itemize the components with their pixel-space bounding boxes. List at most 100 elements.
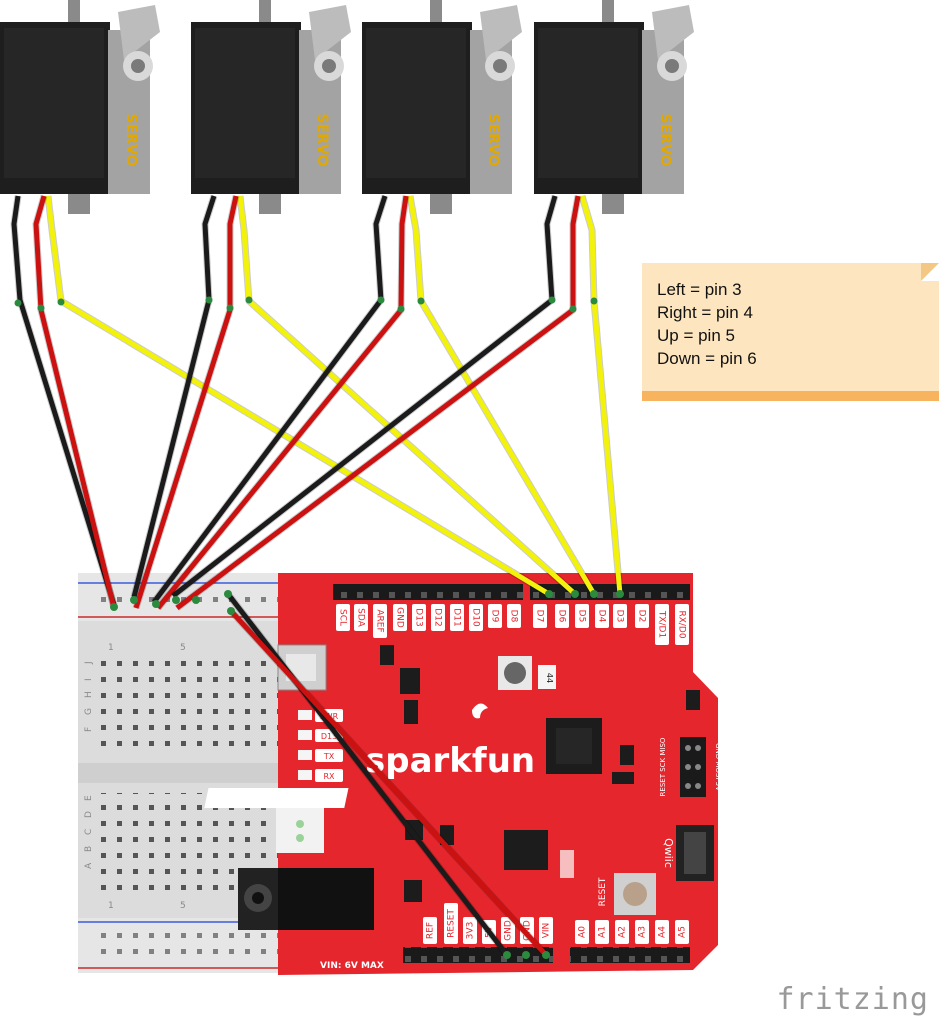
- power-pin-box: [444, 903, 458, 944]
- analog-pin-box: [655, 920, 669, 944]
- qwiic-label: Qwiic: [662, 838, 675, 868]
- vin-label: VIN: 6V MAX: [320, 961, 384, 971]
- digital-pin-box: [613, 604, 627, 628]
- digital-pin-box: [595, 604, 609, 628]
- digital-pin-box: [354, 604, 368, 631]
- digital-pin-box: [575, 604, 589, 628]
- led-label-box: [315, 749, 343, 762]
- digital-pin-box: [336, 604, 350, 631]
- servo-1-ground-wire: [11, 195, 117, 606]
- wire-joint-dot: [569, 305, 577, 313]
- wire-joint-dot: [590, 297, 598, 305]
- power-jumper-wire: [229, 609, 548, 957]
- wire-end-dot: [192, 596, 200, 604]
- note-fold: [921, 263, 939, 281]
- digital-pin-d5: D5: [577, 610, 587, 623]
- redboard-badge: T: [497, 790, 511, 811]
- power-pin-3v3: 3V3: [466, 922, 476, 940]
- servo-4-power-wire: [175, 195, 581, 610]
- power-pin-vin: VIN: [542, 923, 552, 939]
- servo-3-power-wire: [156, 195, 409, 610]
- pin-note: Left = pin 3 Right = pin 4 Up = pin 5 Do…: [642, 263, 939, 401]
- digital-pin-box: [393, 604, 407, 631]
- breadboard-col-1: 1: [108, 643, 114, 653]
- digital-pin-gnd: GND: [395, 607, 405, 628]
- note-line-up: Up = pin 5: [657, 326, 735, 345]
- power-pin-ref: REF: [426, 922, 436, 939]
- analog-pin-a5: A5: [678, 926, 688, 938]
- breadboard-row-d: D: [84, 811, 94, 818]
- ground-jumper-wire: [226, 592, 509, 957]
- digital-pin-rxd0: RX/D0: [677, 610, 687, 638]
- digital-pin-d2: D2: [637, 610, 647, 623]
- digital-pin-d12: D12: [433, 608, 443, 626]
- servo-1-signal-wire: [45, 195, 551, 597]
- servo-2-signal-wire-shadow: [236, 195, 578, 597]
- wire-end-dot: [503, 951, 511, 959]
- power-pin-gnd: GND: [504, 920, 514, 941]
- analog-pin-a3: A3: [638, 926, 648, 938]
- note-line-left: Left = pin 3: [657, 280, 742, 299]
- power-pin-box: [539, 917, 553, 944]
- digital-pin-d7: D7: [535, 610, 545, 623]
- breadboard-col-1b: 1: [108, 901, 114, 911]
- note-line-right: Right = pin 4: [657, 303, 753, 322]
- wire-joint-dot: [377, 296, 385, 304]
- servo-2-power-wire: [133, 195, 239, 609]
- sparkfun-brand: sparkfun: [365, 741, 535, 781]
- wire-joint-dot: [205, 296, 213, 304]
- icsp-label-1: RESET SCK MISO: [659, 737, 667, 796]
- wires: [10, 194, 624, 959]
- digital-pin-aref: AREF: [375, 609, 385, 632]
- wire-joint-dot: [37, 304, 45, 312]
- power-pin-gnd: GND: [523, 920, 533, 941]
- wire-end-dot: [542, 951, 550, 959]
- servo-2-signal-wire: [237, 195, 577, 596]
- power-pin-box: [463, 917, 477, 944]
- digital-pin-box: [555, 604, 569, 628]
- wire-end-dot: [227, 607, 235, 615]
- wire-joint-dot: [57, 298, 65, 306]
- wire-joint-dot: [14, 299, 22, 307]
- servo-3-ground-wire: [152, 195, 388, 604]
- servo-1-power-wire: [33, 195, 117, 609]
- note-line-down: Down = pin 6: [657, 349, 757, 368]
- analog-pin-box: [675, 920, 689, 944]
- led-label-box: [315, 769, 343, 782]
- servo-label: SERVO: [314, 114, 330, 167]
- breadboard-row-a: A: [84, 862, 94, 869]
- note-lines: Left = pin 3 Right = pin 4 Up = pin 5 Do…: [657, 278, 757, 370]
- servo-3-signal-wire-shadow: [406, 195, 598, 596]
- breadboard-row-c: C: [84, 829, 94, 835]
- digital-pin-scl: SCL: [338, 609, 348, 626]
- wire-joint-dot: [548, 296, 556, 304]
- status-led: [298, 750, 312, 760]
- digital-pin-box: [655, 604, 669, 645]
- wire-end-dot: [571, 590, 579, 598]
- led-label-d13: D13: [321, 732, 337, 741]
- reset-label: RESET: [598, 877, 608, 906]
- icsp-label-2: GND MOSI 5V: [714, 743, 722, 791]
- analog-pin-box: [615, 920, 629, 944]
- wire-end-dot: [545, 590, 553, 598]
- power-pin-box: [423, 917, 437, 944]
- analog-pin-a2: A2: [618, 926, 628, 938]
- digital-pin-d9: D9: [490, 610, 500, 623]
- breadboard-row-g: G: [84, 708, 94, 715]
- wire-joint-dot: [245, 296, 253, 304]
- analog-pin-box: [575, 920, 589, 944]
- analog-pin-box: [635, 920, 649, 944]
- led-label-rx: RX: [323, 772, 335, 781]
- digital-pin-box: [488, 604, 502, 628]
- wire-joint-dot: [226, 304, 234, 312]
- digital-pin-txd1: TX/D1: [657, 610, 667, 638]
- digital-pin-box: [469, 604, 483, 631]
- wire-joint-dot: [397, 305, 405, 313]
- digital-pin-d3: D3: [615, 610, 625, 623]
- analog-pin-a1: A1: [598, 926, 608, 938]
- flame-logo-icon: [472, 703, 488, 719]
- breadboard-row-i: I: [84, 678, 94, 681]
- analog-pin-box: [595, 920, 609, 944]
- servo-3-signal-wire: [407, 195, 597, 596]
